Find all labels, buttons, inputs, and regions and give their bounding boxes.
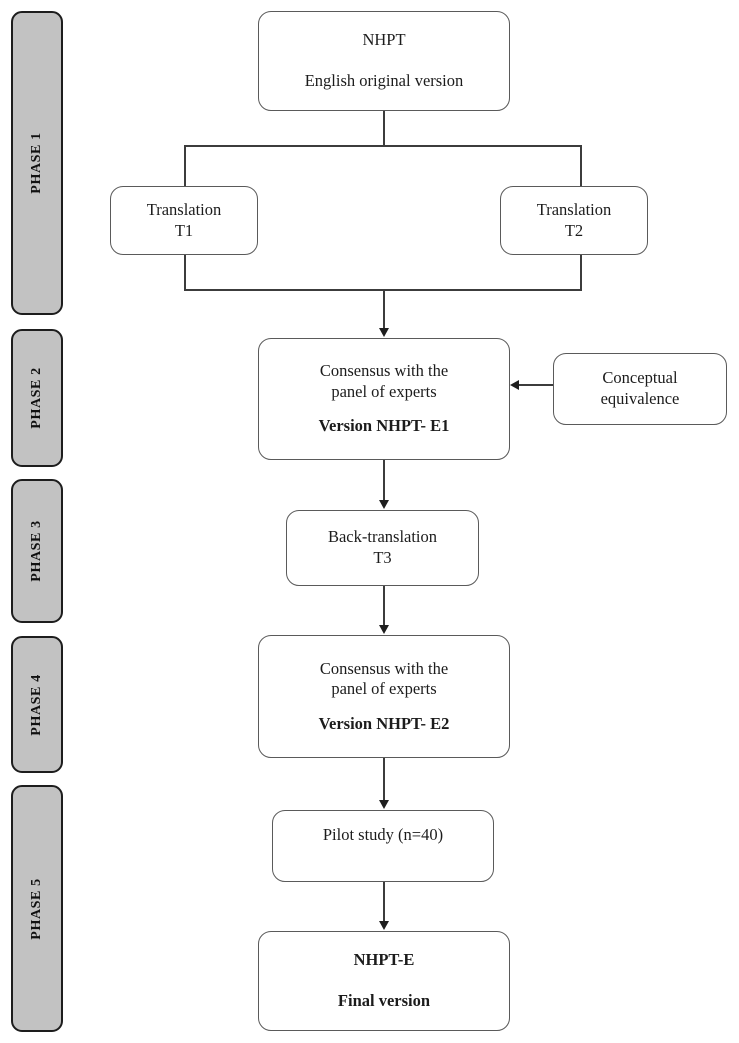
phase-bar-2-label: PHASE 2 — [29, 367, 44, 429]
connector-t1-to-merge — [184, 255, 186, 290]
node-consensus-e2-line2: panel of experts — [331, 679, 437, 699]
node-conceptual-equivalence: Conceptual equivalence — [553, 353, 727, 425]
node-translation-t1-line1: Translation — [146, 199, 222, 219]
node-final-version-line1: NHPT-E — [353, 950, 415, 970]
node-translation-t2-line2: T2 — [564, 220, 584, 240]
phase-bar-1-label: PHASE 1 — [29, 132, 44, 194]
arrowhead-to-consensus-e2 — [378, 625, 389, 634]
connector-consensus-e1-to-back-translation — [383, 460, 385, 501]
node-consensus-e2-version: Version NHPT- E2 — [318, 713, 450, 733]
node-final-version-line2: Final version — [337, 991, 431, 1010]
phase-bar-5-label: PHASE 5 — [29, 877, 44, 940]
connector-equivalence-to-consensus-e1 — [519, 384, 553, 386]
phase-bar-3-label: PHASE 3 — [29, 520, 44, 582]
node-pilot-study-line1: Pilot study (n=40) — [322, 825, 444, 844]
connector-split-to-t2 — [580, 145, 582, 186]
node-translation-t1-line2: T1 — [174, 220, 194, 240]
node-translation-t2: Translation T2 — [500, 186, 648, 255]
phase-bar-4: PHASE 4 — [11, 636, 63, 773]
node-final-version: NHPT-E Final version — [258, 931, 510, 1031]
node-back-translation-line2: T3 — [373, 548, 392, 567]
connector-split-to-t1 — [184, 145, 186, 186]
connector-split-bar — [184, 145, 582, 147]
node-source: NHPT English original version — [258, 11, 510, 111]
connector-pilot-study-to-final-version — [383, 882, 385, 922]
connector-merge-to-consensus-e1 — [383, 289, 385, 329]
node-conceptual-equivalence-line1: Conceptual — [602, 368, 678, 388]
node-source-line2: English original version — [304, 71, 464, 90]
node-consensus-e2-line1: Consensus with the — [319, 658, 449, 678]
node-consensus-e1: Consensus with the panel of experts Vers… — [258, 338, 510, 460]
arrowhead-to-pilot-study — [378, 800, 389, 809]
node-consensus-e1-line1: Consensus with the — [319, 361, 449, 381]
connector-source-to-split — [383, 111, 385, 146]
node-source-line1: NHPT — [362, 30, 406, 50]
phase-bar-3: PHASE 3 — [11, 479, 63, 623]
arrowhead-to-back-translation — [378, 500, 389, 509]
node-consensus-e1-line2: panel of experts — [331, 381, 437, 401]
phase-bar-4-label: PHASE 4 — [29, 673, 44, 736]
node-consensus-e2: Consensus with the panel of experts Vers… — [258, 635, 510, 758]
node-translation-t2-line1: Translation — [536, 199, 612, 219]
connector-consensus-e2-to-pilot-study — [383, 758, 385, 801]
arrowhead-to-consensus-e1-left — [510, 379, 519, 390]
connector-back-translation-to-consensus-e2 — [383, 586, 385, 626]
node-conceptual-equivalence-line2: equivalence — [600, 389, 680, 408]
arrowhead-to-consensus-e1 — [378, 328, 389, 337]
node-back-translation: Back-translation T3 — [286, 510, 479, 586]
phase-bar-2: PHASE 2 — [11, 329, 63, 467]
node-translation-t1: Translation T1 — [110, 186, 258, 255]
node-consensus-e1-version: Version NHPT- E1 — [318, 416, 450, 436]
node-back-translation-line1: Back-translation — [327, 527, 438, 547]
phase-bar-1: PHASE 1 — [11, 11, 63, 315]
arrowhead-to-final-version — [378, 921, 389, 930]
connector-t2-to-merge — [580, 255, 582, 290]
node-pilot-study: Pilot study (n=40) — [272, 810, 494, 882]
phase-bar-5: PHASE 5 — [11, 785, 63, 1032]
